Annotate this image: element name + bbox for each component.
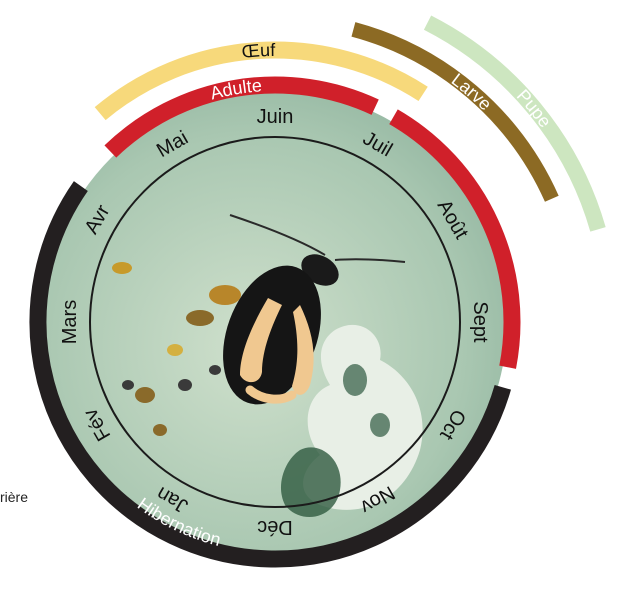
month-label: Mars <box>59 300 81 344</box>
cropped-side-text: rière <box>0 489 28 505</box>
month-label: Déc <box>257 516 293 538</box>
month-label: Juin <box>257 106 294 128</box>
band-label-oeuf: Œuf <box>241 40 276 62</box>
month-label: Sept <box>469 301 491 343</box>
